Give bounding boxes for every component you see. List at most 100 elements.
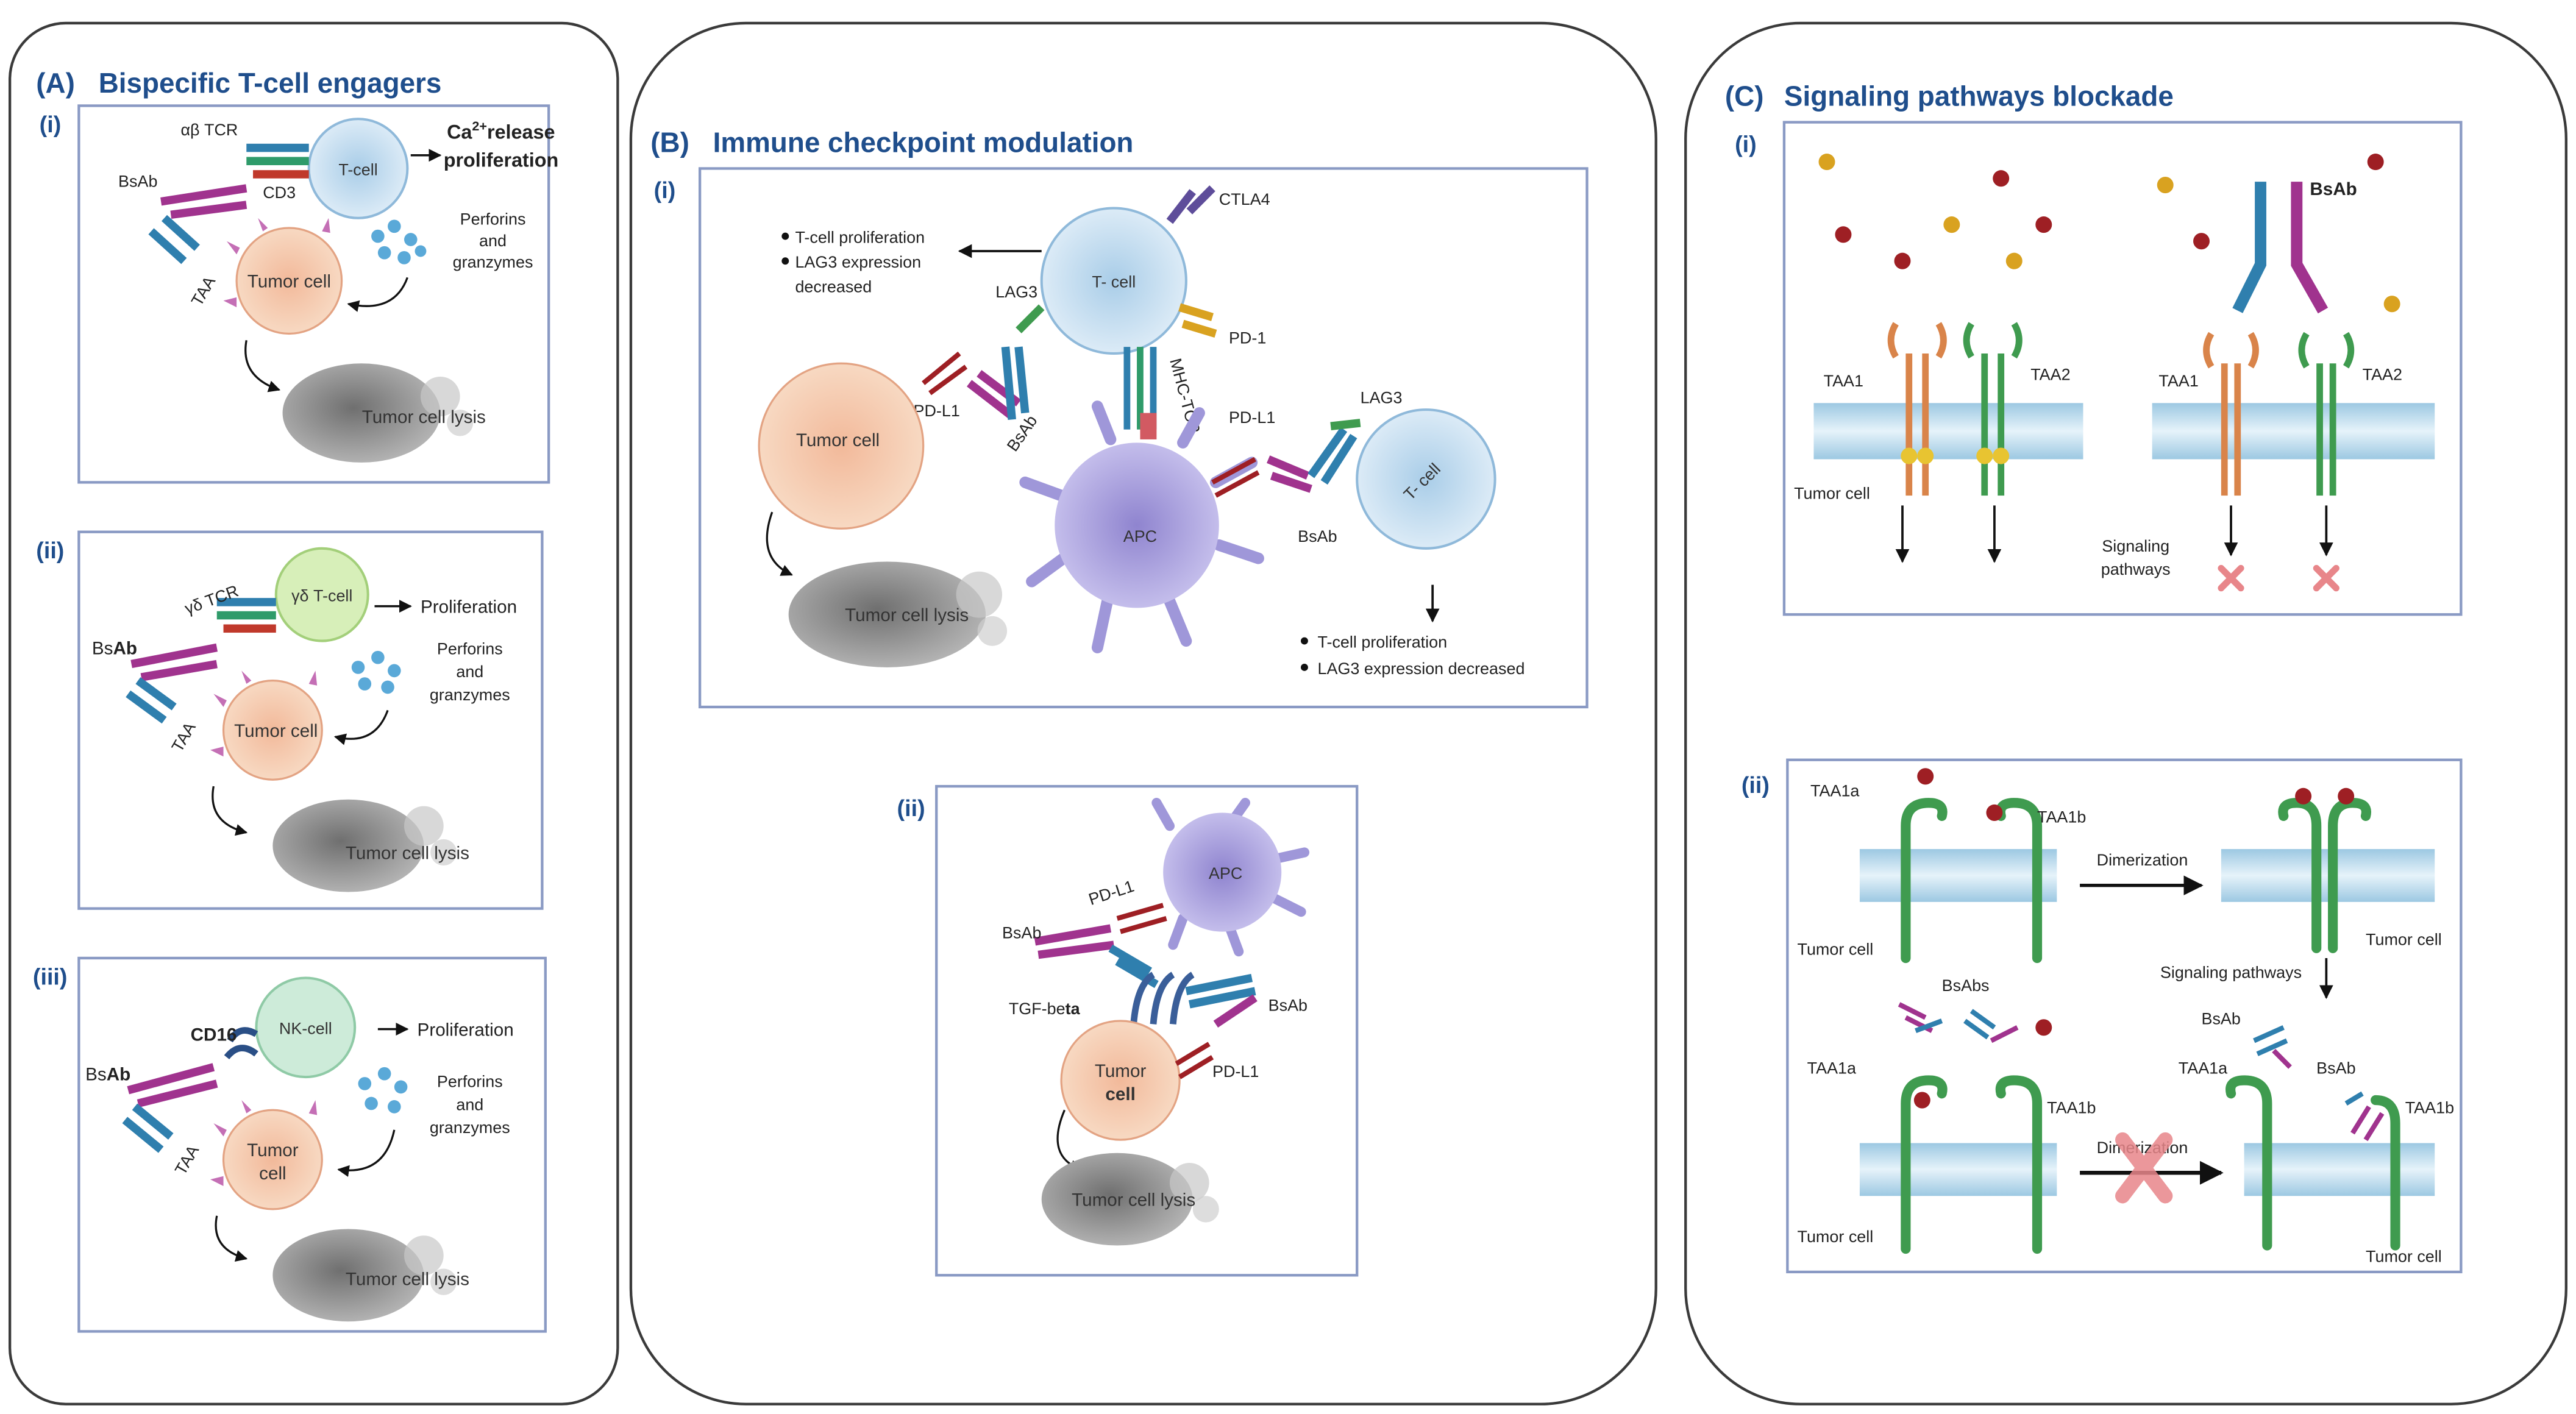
c1-bsab-label: BsAb — [2310, 179, 2357, 199]
pdl1-left-label: PD-L1 — [914, 402, 960, 420]
b-lysed-tumor-cell — [788, 561, 1008, 667]
tgf-beta-receptors — [1130, 972, 1195, 1025]
b2-tumor-label-2: cell — [1105, 1084, 1135, 1104]
nk-proliferation-label: Proliferation — [418, 1020, 514, 1040]
c2-tumor-top-right-label: Tumor cell — [2366, 930, 2442, 948]
bsab-right-label: BsAb — [1298, 527, 1337, 545]
panel-a-ii-numeral: (ii) — [36, 538, 64, 564]
panel-c-frame — [1684, 21, 2567, 1405]
b-lysis-label: Tumor cell lysis — [845, 605, 969, 625]
tumor-cell — [223, 218, 343, 335]
gd-lysis-curve-arrow — [212, 786, 248, 836]
panel-b-i-box — [698, 167, 1589, 709]
nk-tumor-cell — [210, 1100, 323, 1210]
panel-c-i-numeral: (i) — [1735, 132, 1757, 157]
c2-tumor-bottom-left-label: Tumor cell — [1797, 1227, 1873, 1246]
panel-b: (B) Immune checkpoint modulation (i) T-c… — [629, 21, 1657, 1405]
bullet-right-1: T-cell proliferation — [1318, 633, 1448, 651]
perforins-line-2: and — [479, 232, 507, 250]
bullet-dot-2 — [781, 257, 789, 265]
c2-dimer-receptor — [2278, 798, 2371, 953]
apc-label: APC — [1123, 527, 1157, 545]
panel-c-title: Signaling pathways blockade — [1784, 80, 2174, 112]
ca-release-label: Ca2+release — [447, 118, 555, 143]
c1-bsab-antibody — [2232, 182, 2329, 314]
bsab-label: BsAb — [118, 172, 157, 190]
c1-block-x-icon-2 — [2313, 564, 2339, 592]
gd-perforins-line-2: and — [456, 663, 483, 681]
gd-tcr-receptor — [216, 598, 276, 633]
c2-tumor-top-left-label: Tumor cell — [1797, 940, 1873, 958]
lag3-top-label: LAG3 — [995, 283, 1037, 301]
bullet-left-1: T-cell proliferation — [795, 228, 925, 246]
right-bsab-antibody — [1267, 427, 1357, 493]
gd-lysis-label: Tumor cell lysis — [346, 843, 469, 863]
c2-block-x-icon — [2115, 1132, 2173, 1204]
lag3-right-receptor — [1330, 419, 1361, 430]
panel-b-frame — [629, 21, 1657, 1405]
b-tumor-cell — [758, 362, 925, 530]
panel-b-i-numeral: (i) — [654, 178, 676, 204]
c2-dimer-ligand-1 — [2295, 787, 2312, 805]
c1-taa1-left-receptor — [1887, 322, 1947, 496]
b2-tumor-label-1: Tumor — [1095, 1061, 1147, 1081]
lysis-curve-arrow — [244, 340, 281, 393]
b2-pdl1-bottom — [1175, 1042, 1214, 1079]
pdl1-right-label: PD-L1 — [1229, 408, 1275, 427]
b2-apc-label: APC — [1209, 864, 1242, 883]
mhc-tcr-complex — [1123, 347, 1157, 439]
c2-taa1a-br-label: TAA1a — [2179, 1059, 2228, 1078]
panel-a-title: Bispecific T-cell engagers — [99, 67, 442, 99]
panel-b-ii-numeral: (ii) — [897, 796, 925, 822]
panel-a-iii-numeral: (iii) — [33, 964, 68, 990]
cd16-label: CD16 — [191, 1025, 237, 1045]
b-lysis-curve-arrow — [766, 511, 793, 576]
gd-tumor-label: Tumor cell — [234, 721, 318, 741]
tgf-beta-label: TGF-beta — [1009, 1000, 1081, 1018]
b2-lysed-tumor-cell — [1041, 1153, 1219, 1246]
bullet-dot-1 — [781, 232, 789, 240]
lysis-label: Tumor cell lysis — [362, 407, 486, 427]
bullet-dot-4 — [1301, 663, 1308, 671]
c1-ligands — [1818, 154, 2400, 313]
b2-bsab-left-label: BsAb — [1002, 923, 1041, 942]
nk-perforin-granules — [358, 1067, 408, 1114]
nk-lysis-curve-arrow — [215, 1215, 248, 1262]
nk-tumor-label-line-2: cell — [259, 1164, 286, 1184]
c2-ligand-3 — [2035, 1019, 2052, 1036]
panel-a-letter: (A) — [36, 67, 75, 99]
c2-free-bsabs — [1898, 1002, 2019, 1043]
perforins-line-1: Perforins — [460, 210, 526, 229]
bsab-antibody — [148, 184, 247, 265]
gd-perforin-curve-arrow — [333, 709, 389, 745]
pd1-label: PD-1 — [1229, 329, 1266, 347]
t-cell-right — [1356, 408, 1496, 550]
c1-taa2-left-label: TAA2 — [2030, 365, 2070, 383]
pdl1-left-receptor — [922, 351, 968, 396]
gd-perforins-line-1: Perforins — [437, 639, 503, 658]
c2-ligand-4 — [1913, 1092, 1930, 1109]
c1-membrane-right — [2152, 403, 2435, 460]
tumor-cell-label: Tumor cell — [247, 272, 331, 292]
perforin-curve-arrow — [347, 277, 408, 312]
panel-a: (A) Bispecific T-cell engagers (i) T-cel… — [9, 21, 619, 1405]
c1-membrane-left — [1813, 403, 2083, 460]
bullet-left-3: decreased — [795, 278, 872, 296]
gd-tumor-cell — [210, 670, 323, 781]
bullet-dot-3 — [1301, 637, 1308, 645]
c1-signaling-line-2: pathways — [2101, 560, 2171, 578]
panel-b-title: Immune checkpoint modulation — [713, 126, 1134, 158]
t-cell-label: T-cell — [338, 160, 377, 179]
panel-b-sub-i: (i) T-cell proliferation LAG3 expression… — [654, 167, 1589, 709]
b2-left-bsab — [1034, 924, 1159, 989]
t-cell-top-label: T- cell — [1092, 273, 1136, 291]
left-bsab-antibody — [967, 346, 1030, 421]
panel-c-ii-box — [1786, 758, 2463, 1274]
c1-taa1-right-receptor — [2203, 332, 2259, 496]
tcr-receptor — [246, 143, 309, 179]
perforins-line-3: granzymes — [453, 253, 533, 271]
b2-bsab-right-label: BsAb — [1268, 997, 1308, 1015]
c2-ligand-2 — [1986, 804, 2003, 822]
gd-t-cell-label: γδ T-cell — [291, 586, 352, 605]
